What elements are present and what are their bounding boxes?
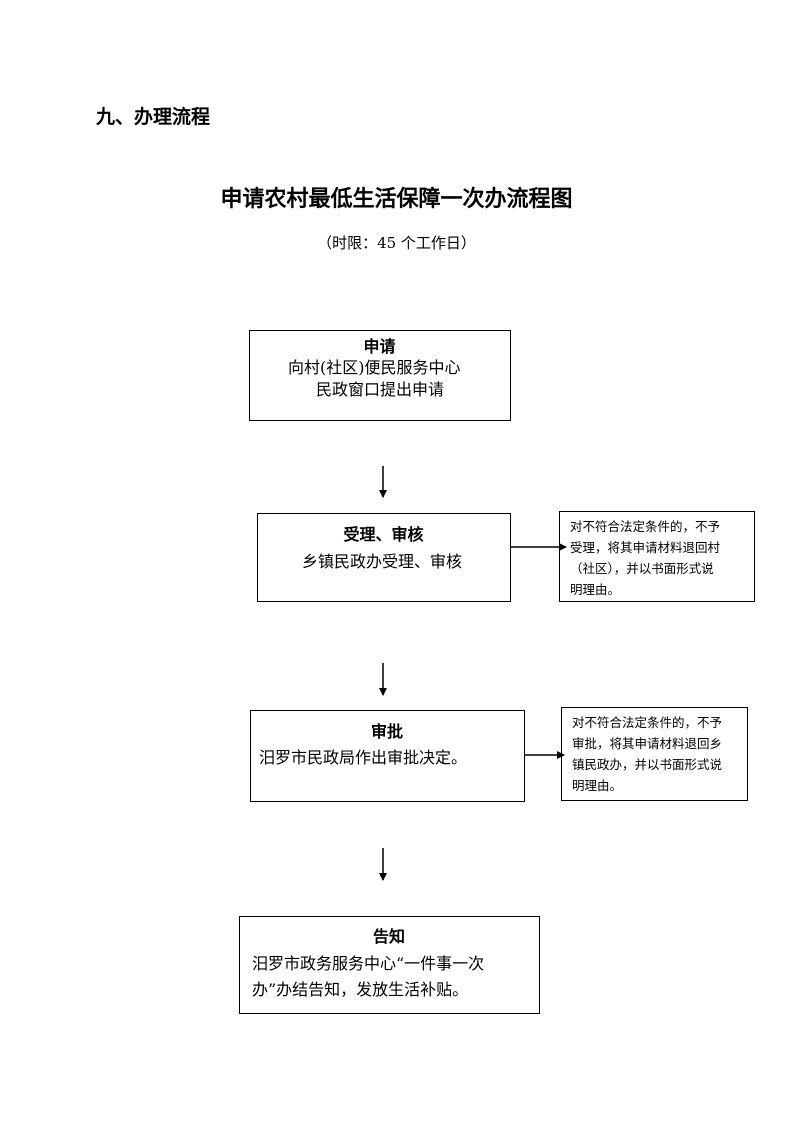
step-accept-review-line-1: 乡镇民政办受理、审核 [302, 552, 463, 571]
note-line: 审批，将其申请材料退回乡 [572, 736, 723, 751]
section-heading: 九、办理流程 [96, 106, 211, 128]
step-notify-box: 告知 汨罗市政务服务中心“一件事一次 办”办结告知，发放生活补贴。 [239, 916, 540, 1014]
step-accept-review-box: 受理、审核 乡镇民政办受理、审核 [257, 513, 511, 602]
step-apply-title: 申请 [363, 337, 396, 356]
step-apply-box: 申请 向村(社区)便民服务中心 民政窗口提出申请 [249, 330, 511, 421]
note-line: 明理由。 [570, 582, 621, 597]
step-notify-line-2: 办”办结告知，发放生活补贴。 [252, 980, 469, 999]
step-approve-line-1: 汨罗市民政局作出审批决定。 [259, 748, 468, 767]
note-line: 对不符合法定条件的，不予 [572, 715, 723, 730]
step-approve-note: 对不符合法定条件的，不予 审批，将其申请材料退回乡 镇民政办，并以书面形式说 明… [561, 707, 748, 801]
step-notify-line-1: 汨罗市政务服务中心“一件事一次 [252, 954, 485, 973]
note-line: 对不符合法定条件的，不予 [570, 519, 721, 534]
note-line: 受理，将其申请材料退回村 [570, 540, 721, 555]
note-line: 明理由。 [572, 778, 623, 793]
step-accept-review-note: 对不符合法定条件的，不予 受理，将其申请材料退回村 （社区），并以书面形式说 明… [559, 511, 755, 602]
flowchart-title: 申请农村最低生活保障一次办流程图 [220, 187, 573, 212]
step-accept-review-title: 受理、审核 [343, 525, 424, 544]
step-apply-line-1: 向村(社区)便民服务中心 [288, 358, 461, 377]
time-limit: （时限：45 个工作日） [317, 234, 476, 252]
note-line: （社区），并以书面形式说 [570, 561, 714, 576]
step-apply-line-2: 民政窗口提出申请 [316, 380, 445, 399]
step-notify-title: 告知 [372, 927, 405, 946]
note-line: 镇民政办，并以书面形式说 [572, 757, 723, 772]
step-approve-title: 审批 [370, 722, 403, 741]
step-approve-box: 审批 汨罗市民政局作出审批决定。 [250, 710, 525, 802]
